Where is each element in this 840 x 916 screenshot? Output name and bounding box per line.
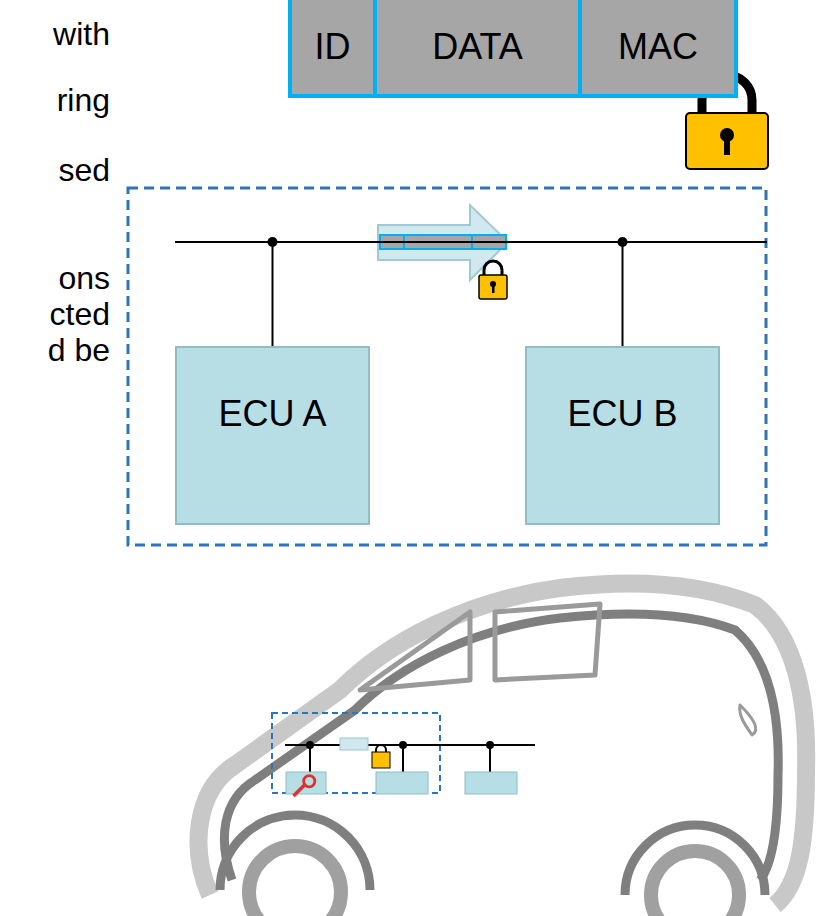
node-text: DATA — [432, 26, 523, 68]
body-text-fragment: with — [53, 16, 110, 53]
junction-dot — [268, 237, 278, 247]
car-outline — [199, 583, 807, 916]
drawing-part — [372, 752, 390, 768]
drawing-part — [360, 612, 470, 690]
frame-field: ID — [288, 0, 377, 98]
drawing-part — [686, 113, 768, 169]
drawing-part — [175, 241, 272, 243]
drawing-part — [376, 772, 428, 794]
node-text: ECU B — [567, 393, 677, 435]
frame-field: DATA — [373, 0, 582, 98]
drawing-part — [285, 744, 535, 746]
drawing-part — [249, 846, 341, 916]
ecu-box: ECU A — [175, 346, 370, 525]
body-text-fragment: ons — [58, 260, 110, 297]
drawing-part — [340, 738, 368, 750]
drawing-part — [484, 261, 502, 276]
drawing-part — [272, 713, 440, 793]
drawing-part — [724, 137, 730, 155]
bus-wire — [273, 242, 623, 346]
body-text-fragment: ring — [57, 82, 110, 119]
drawing-part — [489, 745, 491, 772]
drawing-part — [495, 604, 600, 680]
drawing-part — [309, 745, 311, 772]
junction-dot — [618, 237, 628, 247]
mini-diagram — [272, 713, 535, 796]
drawing-part — [651, 851, 739, 916]
drawing-part — [740, 705, 756, 735]
body-text-fragment: sed — [58, 152, 110, 189]
frame-field: MAC — [578, 0, 738, 98]
node-text: MAC — [618, 26, 698, 68]
drawing-part — [622, 241, 767, 243]
drawing-part — [304, 776, 315, 787]
node-text: ECU A — [218, 393, 326, 435]
node-text: ID — [315, 26, 351, 68]
body-text-fragment: cted — [50, 296, 110, 333]
body-text-fragment: d be — [48, 332, 110, 369]
ecu-box: ECU B — [525, 346, 720, 525]
dashed-region — [128, 188, 766, 545]
drawing-part — [286, 772, 326, 794]
message-arrow — [378, 205, 508, 299]
drawing-part — [465, 772, 517, 794]
drawing-part — [294, 776, 315, 796]
drawing-part — [224, 614, 778, 880]
bus-connector — [268, 237, 628, 346]
drawing-part — [402, 745, 404, 772]
drawing-part — [479, 275, 507, 299]
drawing-part — [492, 285, 495, 293]
